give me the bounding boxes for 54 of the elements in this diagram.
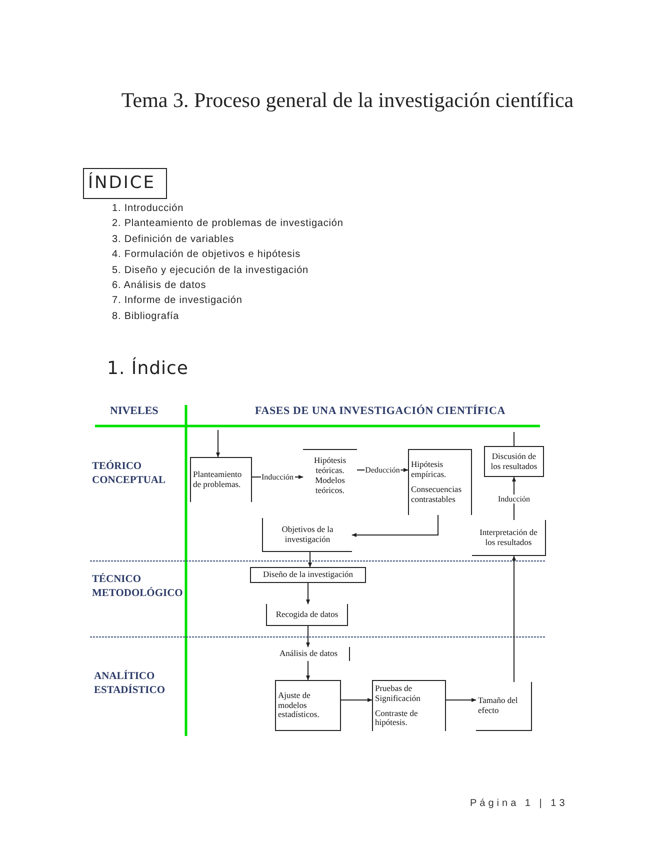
- heading-box: [83, 168, 167, 199]
- box-text: Interpretación de los resultados: [478, 528, 538, 548]
- box-text: Discusión de los resultados: [490, 452, 538, 472]
- edge-label: Deducción: [364, 466, 401, 474]
- box-text: Diseño de la investigación: [262, 570, 354, 580]
- arrow: [306, 626, 310, 648]
- process-box: [275, 680, 341, 731]
- arrow: [446, 698, 476, 702]
- process-box: [476, 682, 532, 731]
- index-item: 6. Análisis de datos: [112, 280, 206, 291]
- arrow: [308, 552, 312, 568]
- box-text: Análisis de datos: [278, 649, 339, 659]
- level-label: TEÓRICO CONCEPTUAL: [92, 460, 167, 488]
- box-text: Pruebas de Significación: [375, 684, 422, 704]
- edge-label: Inducción: [260, 472, 294, 482]
- index-item: 8. Bibliografía: [112, 310, 180, 322]
- process-box: [408, 449, 472, 515]
- arrow: [216, 430, 220, 458]
- box-text: Planteamiento de problemas.: [193, 470, 243, 490]
- box-text: Hipótesis teóricas. Modelos teóricos.: [312, 456, 348, 496]
- process-box: [372, 680, 446, 731]
- index-item: 5. Diseño y ejecución de la investigación: [112, 264, 309, 276]
- box-text: Recogida de datos: [274, 610, 340, 620]
- process-box: [262, 518, 352, 552]
- box-text: Consecuencias contrastables: [411, 485, 463, 505]
- level-label: ANALÍTICO ESTADÍSTICO: [94, 670, 166, 698]
- page-number: Página 1 | 13: [470, 798, 568, 809]
- index-item: 1. Introducción: [112, 203, 184, 214]
- section-heading: 1. Índice: [107, 358, 189, 379]
- arrow: [340, 698, 372, 702]
- page-title: Tema 3. Proceso general de la investigación científica: [120, 88, 575, 113]
- index-heading: ÍNDICE: [88, 174, 156, 194]
- box-text: Tamaño del efecto: [478, 696, 519, 716]
- process-box: [472, 520, 546, 556]
- edge-label: Inducción: [497, 494, 531, 503]
- column-header: FASES DE UNA INVESTIGACIÓN CIENTÍFICA: [255, 405, 506, 417]
- level-label: TÉCNICO METODOLÓGICO: [92, 573, 182, 600]
- index-item: 2. Planteamiento de problemas de investigación: [112, 218, 344, 230]
- box-text: Contraste de hipótesis.: [375, 708, 419, 728]
- process-box: [266, 604, 348, 626]
- process-box: [190, 457, 252, 502]
- box-text: Ajuste de modelos estadísticos.: [278, 690, 320, 720]
- index-item: 4. Formulación de objetivos e hipótesis: [112, 249, 300, 260]
- index-item: 3. Definición de variables: [112, 234, 234, 245]
- arrow: [352, 514, 438, 537]
- process-box: [484, 446, 544, 477]
- process-box: [250, 567, 366, 583]
- box-text: Objetivos de la investigación: [280, 524, 334, 544]
- arrow: [306, 582, 310, 604]
- column-header: NIVELES: [110, 405, 158, 417]
- index-item: 7. Informe de investigación: [112, 295, 242, 306]
- arrow: [306, 660, 310, 680]
- arrow: [512, 556, 516, 682]
- box-text: Hipótesis empíricas.: [411, 460, 448, 480]
